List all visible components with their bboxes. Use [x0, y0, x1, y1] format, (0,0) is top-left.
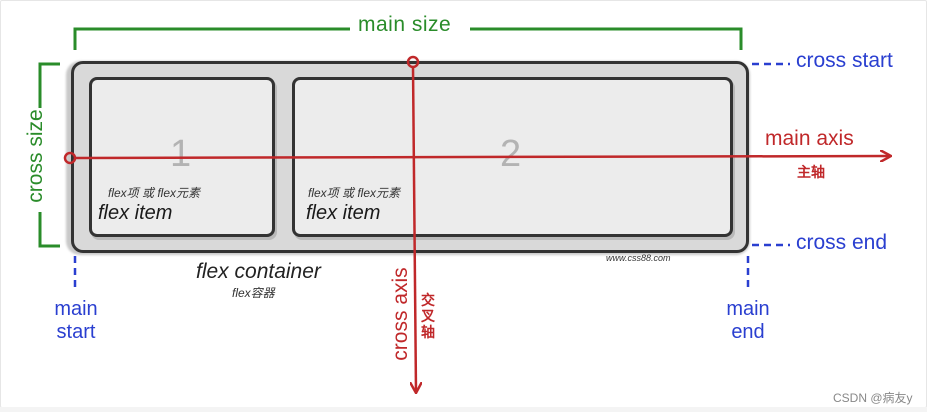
site-watermark: www.css88.com — [606, 253, 671, 263]
cross-axis-origin — [406, 55, 420, 69]
cross-size-bracket — [38, 62, 60, 248]
flex-item-2-number: 2 — [500, 133, 522, 175]
main-start-label-line1: main — [54, 298, 98, 320]
main-size-label: main size — [358, 13, 452, 36]
main-axis-origin — [63, 151, 77, 165]
main-axis-label-cn: 主轴 — [797, 164, 825, 180]
flex-item-1-number: 1 — [170, 133, 192, 175]
main-size-bracket — [73, 27, 743, 50]
main-axis-label: main axis — [765, 127, 854, 150]
cross-size-label: cross size — [24, 109, 47, 203]
main-end-label-line2: end — [731, 321, 765, 343]
cross-start-label: cross start — [796, 49, 893, 72]
main-end-label: main end — [718, 298, 778, 344]
main-start-label-line2: start — [56, 321, 96, 343]
flex-item-1-label: flex item — [98, 202, 173, 224]
flex-item-2-label-cn: flex项 或 flex元素 — [308, 186, 401, 200]
cross-end-label: cross end — [796, 231, 888, 254]
main-axis-line — [74, 156, 890, 158]
flex-item-1-label-cn: flex项 或 flex元素 — [108, 186, 201, 200]
flex-item-2-label: flex item — [306, 202, 381, 224]
cross-axis-label: cross axis — [389, 267, 412, 361]
cross-axis-label-cn: 交叉轴 — [421, 292, 435, 340]
main-start-label: main start — [44, 298, 108, 344]
csdn-watermark: CSDN @病友y — [833, 391, 913, 405]
flex-container-label: flex container — [196, 260, 321, 283]
cross-axis-line — [413, 66, 416, 392]
main-end-label-line1: main — [726, 298, 770, 320]
flex-container-label-cn: flex容器 — [232, 286, 275, 300]
bottom-strip — [0, 407, 927, 412]
